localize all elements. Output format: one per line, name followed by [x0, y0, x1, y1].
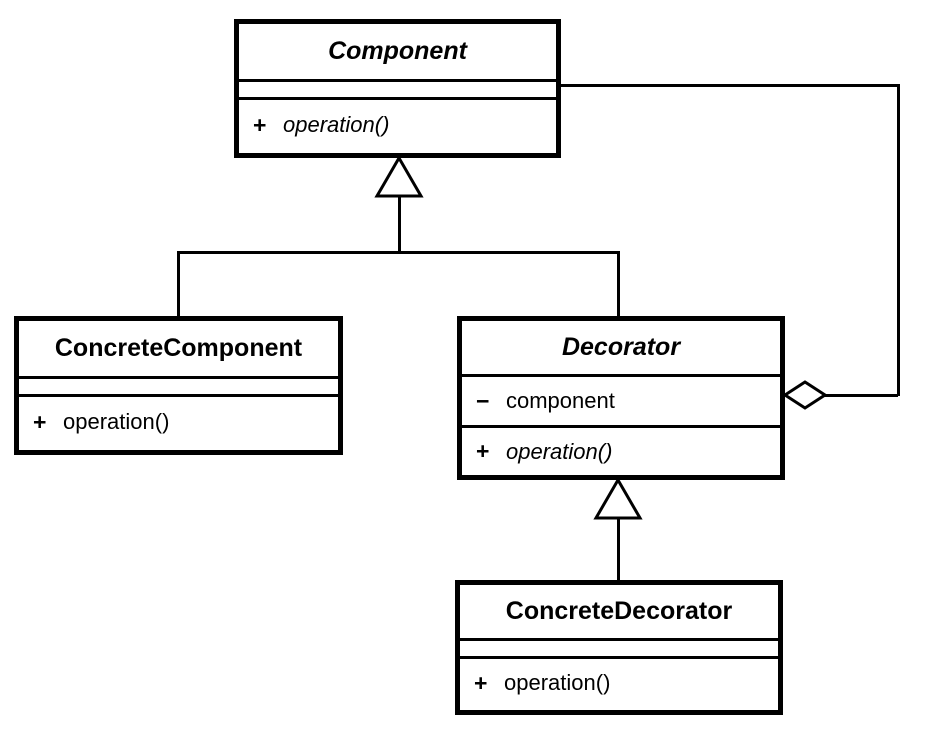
generalization-triangle-component-icon: [373, 155, 425, 199]
generalization-triangle-decorator-icon: [592, 477, 644, 521]
generalization-stem-to-component: [398, 196, 401, 253]
attribute-name: component: [506, 388, 615, 413]
class-attributes-concretecomponent: [19, 376, 338, 394]
class-box-component[interactable]: Component + operation(): [234, 19, 561, 158]
class-operation-component[interactable]: + operation(): [239, 97, 556, 150]
aggregation-edge-top-segment: [560, 84, 900, 87]
aggregation-diamond-icon: [782, 379, 828, 411]
operation-visibility: +: [474, 669, 488, 696]
class-operation-concretecomponent[interactable]: + operation(): [19, 394, 338, 447]
operation-visibility: +: [253, 111, 267, 138]
class-name-decorator: Decorator: [462, 321, 780, 374]
class-name-component: Component: [239, 24, 556, 79]
class-box-concretecomponent[interactable]: ConcreteComponent + operation(): [14, 316, 343, 455]
class-operation-concretedecorator[interactable]: + operation(): [460, 656, 778, 707]
generalization-bus-line: [177, 251, 620, 254]
attribute-visibility: −: [476, 387, 490, 414]
generalization-branch-decorator: [617, 251, 620, 317]
class-name-concretedecorator: ConcreteDecorator: [460, 585, 778, 638]
aggregation-edge-right-segment: [897, 84, 900, 396]
operation-visibility: +: [476, 438, 490, 464]
class-attributes-component: [239, 79, 556, 97]
class-attributes-concretedecorator: [460, 638, 778, 656]
class-operation-decorator[interactable]: + operation(): [462, 425, 780, 475]
aggregation-edge-bottom-segment: [805, 394, 898, 397]
class-name-concretecomponent: ConcreteComponent: [19, 321, 338, 376]
operation-visibility: +: [33, 408, 47, 435]
operation-signature: operation(): [504, 670, 611, 695]
class-attribute-decorator[interactable]: − component: [462, 374, 780, 425]
operation-signature: operation(): [63, 409, 170, 434]
class-box-concretedecorator[interactable]: ConcreteDecorator + operation(): [455, 580, 783, 715]
class-box-decorator[interactable]: Decorator − component + operation(): [457, 316, 785, 480]
operation-signature: operation(): [283, 112, 390, 137]
generalization-line-concretedecorator: [617, 513, 620, 581]
operation-signature: operation(): [506, 438, 613, 464]
generalization-branch-concretecomponent: [177, 251, 180, 317]
